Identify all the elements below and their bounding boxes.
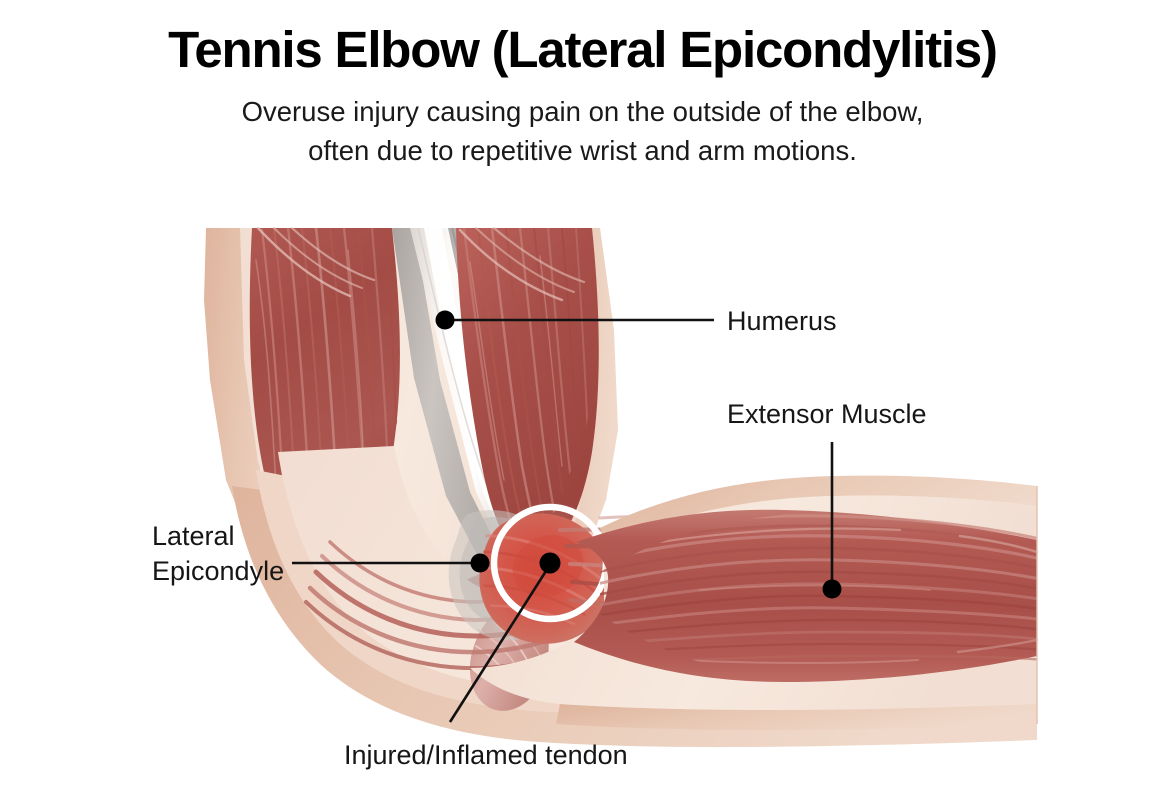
subtitle-line-1: Overuse injury causing pain on the outsi…	[241, 96, 924, 127]
label-lateral-epicondyle-line-2: Epicondyle	[152, 555, 285, 586]
label-lateral-epicondyle-line-1: Lateral	[152, 521, 235, 551]
upper-arm-medial-proximal-fibers	[256, 226, 376, 298]
leader-line-injured-tendon	[448, 570, 548, 723]
upper-arm-muscle-lateral	[456, 228, 599, 570]
marker-dot-humerus	[435, 310, 455, 330]
humerus-bone-highlight	[424, 228, 520, 546]
page-subtitle: Overuse injury causing pain on the outsi…	[0, 92, 1165, 170]
label-lateral-epicondyle: Lateral Epicondyle	[152, 519, 284, 588]
subtitle-line-2: often due to repetitive wrist and arm mo…	[308, 135, 857, 167]
forearm-skin-outer-bottom	[556, 704, 1037, 730]
humerus-bone-shadow-left	[392, 228, 498, 560]
upper-arm-skin-outer-right	[540, 228, 618, 566]
marker-dot-lateral-epicondyle	[470, 553, 490, 573]
marker-dot-extensor-muscle	[822, 579, 842, 599]
annotation-leaders	[292, 310, 842, 723]
forearm-group	[470, 475, 1039, 730]
marker-dot-injured-tendon	[539, 552, 561, 574]
forearm-skin-outer	[600, 475, 1037, 550]
upper-arm-lateral-proximal-fibers	[458, 226, 586, 302]
forearm-distal-tendon-fibers	[956, 534, 1039, 654]
page-title: Tennis Elbow (Lateral Epicondylitis)	[168, 21, 998, 78]
label-humerus: Humerus	[727, 306, 837, 336]
upper-arm-skin-outer	[204, 228, 320, 606]
label-extensor-muscle: Extensor Muscle	[727, 399, 927, 429]
label-injured-inflamed-tendon: Injured/Inflamed tendon	[344, 740, 628, 770]
